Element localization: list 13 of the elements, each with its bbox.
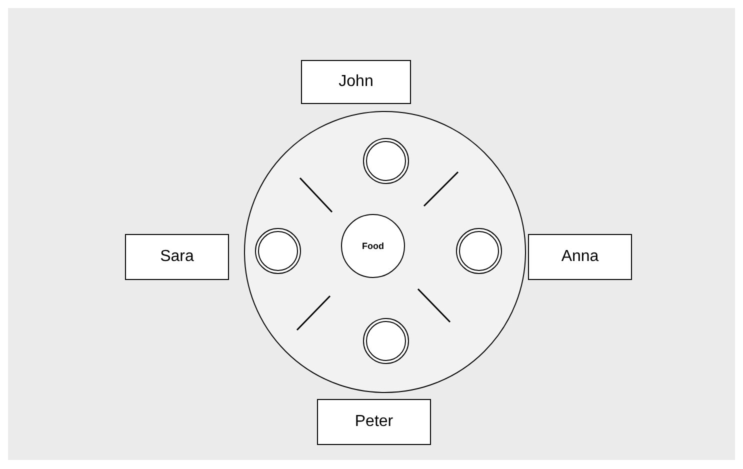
person-name: Peter (354, 413, 394, 431)
name-box (317, 399, 431, 445)
person-name: John (338, 73, 374, 91)
food-label: Food (362, 241, 384, 251)
person-name: Anna (561, 248, 599, 266)
person-name: Sara (160, 248, 194, 266)
plate-circle (456, 228, 502, 274)
name-box (528, 234, 632, 280)
plate-circle (255, 228, 301, 274)
name-box (301, 60, 411, 104)
plate-circle (363, 318, 409, 364)
plate-circle (363, 138, 409, 184)
name-box (125, 234, 229, 280)
